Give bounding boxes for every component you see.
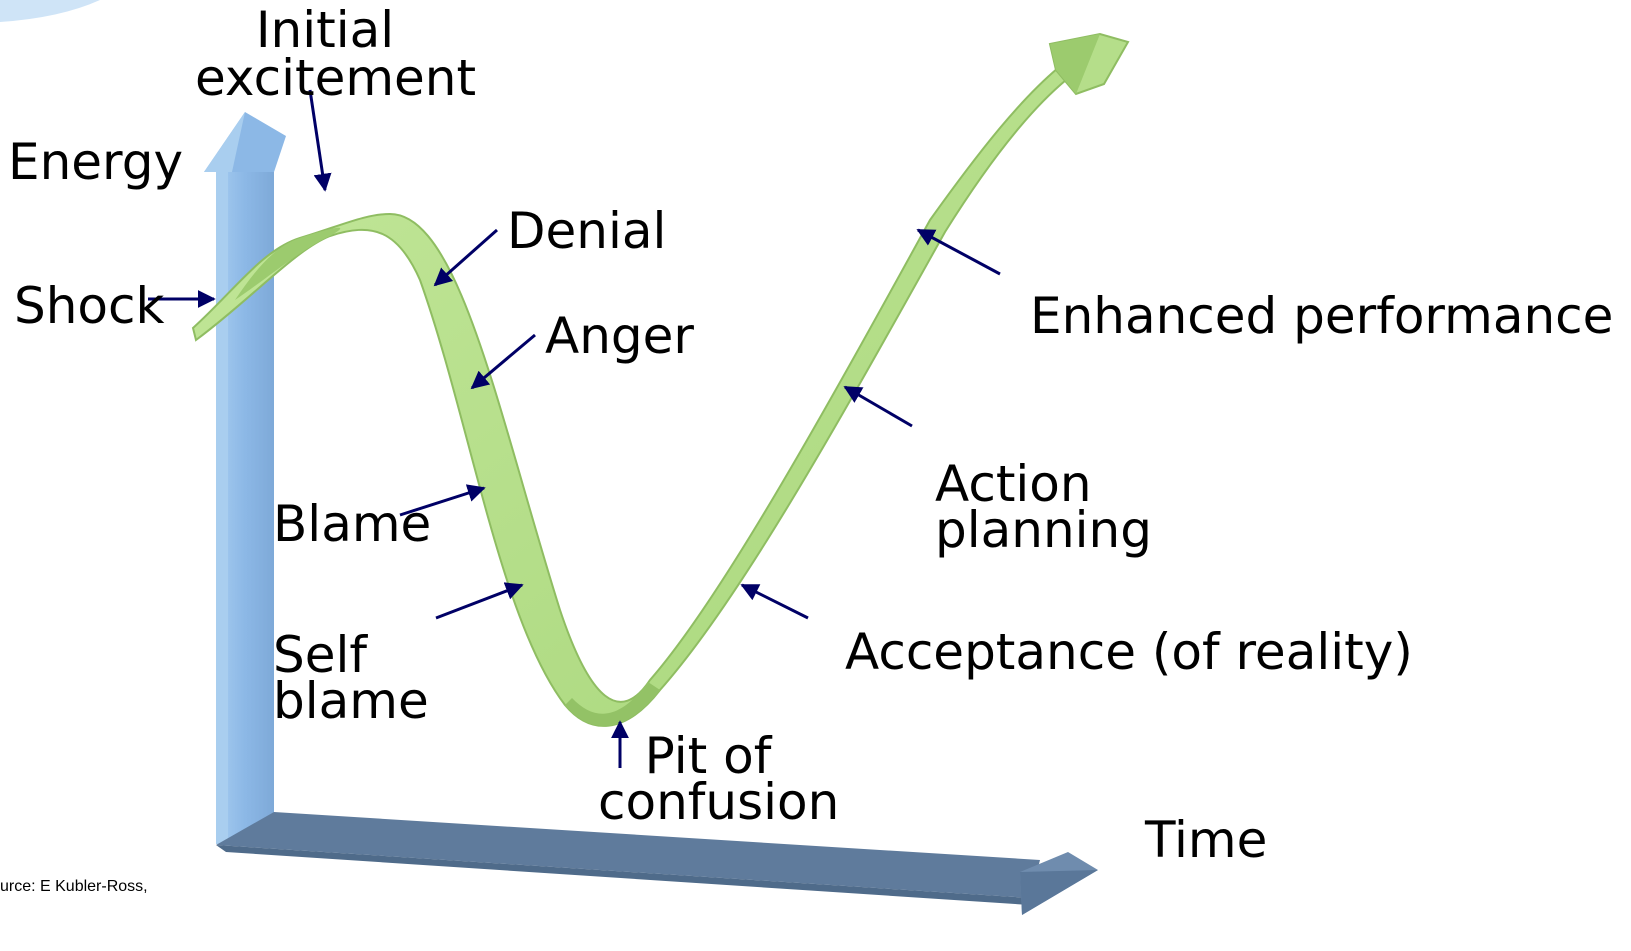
- arrow-self-blame: [435, 582, 524, 620]
- shock-label: Shock: [14, 277, 165, 335]
- arrow-enhanced-performance: [916, 228, 1001, 276]
- energy-axis-label: Energy: [8, 133, 184, 191]
- arrow-blame: [399, 484, 486, 517]
- x-axis-arrow: [216, 812, 1098, 915]
- arrow-initial-excitement: [308, 89, 332, 192]
- pit-of-confusion-label: Pit of confusion: [598, 727, 840, 831]
- enhanced-performance-label: Enhanced performance: [1030, 287, 1614, 345]
- initial-excitement-label: Initial excitement: [195, 1, 477, 107]
- anger-label: Anger: [545, 307, 694, 365]
- self-blame-label: Self blame: [273, 626, 429, 730]
- source-citation: urce: E Kubler-Ross,: [0, 878, 148, 895]
- action-planning-label: Action planning: [935, 455, 1152, 559]
- blame-label: Blame: [273, 495, 432, 553]
- change-curve-ribbon: [191, 32, 1130, 727]
- arrow-denial: [433, 228, 498, 287]
- arrow-acceptance: [740, 583, 809, 620]
- denial-label: Denial: [507, 202, 667, 260]
- y-axis-arrow: [204, 112, 286, 844]
- acceptance-label: Acceptance (of reality): [845, 623, 1413, 681]
- time-axis-label: Time: [1145, 811, 1268, 869]
- pointer-arrows: [148, 89, 1001, 768]
- arrow-anger: [470, 333, 536, 390]
- corner-decoration: [0, 0, 100, 22]
- arrow-action-planning: [843, 385, 913, 428]
